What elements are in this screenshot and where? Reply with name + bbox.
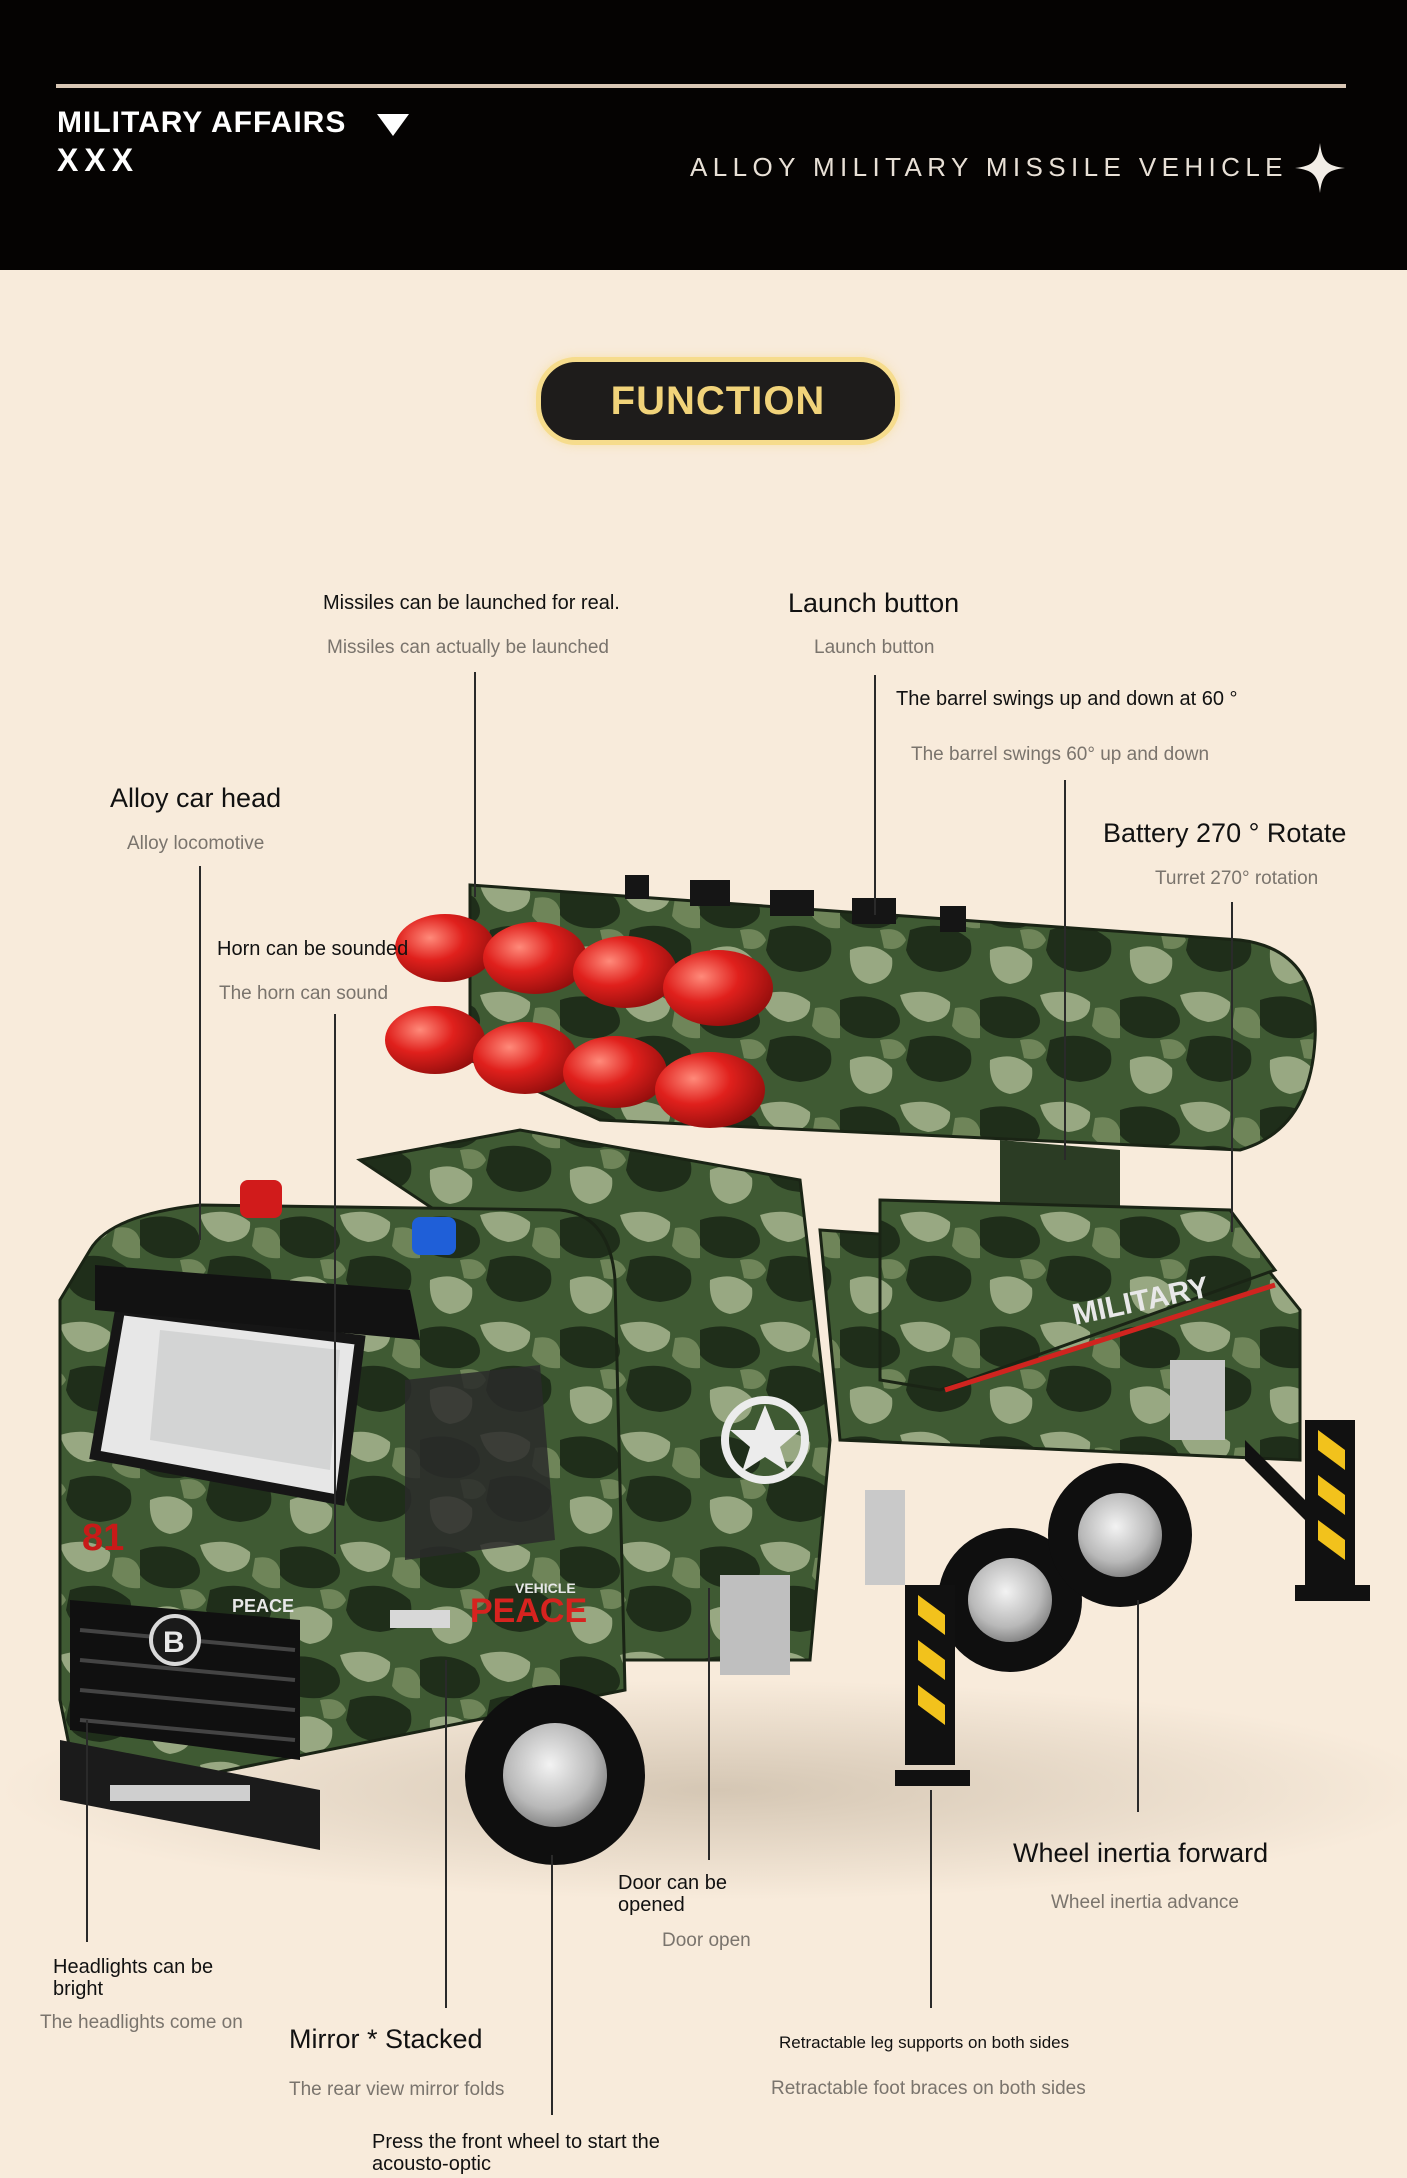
- leader-line-headlights: [86, 1720, 88, 1942]
- feature-headlights-title: Headlights can be bright: [53, 1956, 214, 2000]
- feature-horn-subtitle: The horn can sound: [219, 983, 389, 1004]
- leader-line-battery: [1231, 902, 1233, 1232]
- feature-horn-title: Horn can be sounded: [217, 938, 409, 960]
- feature-mirror-title: Mirror * Stacked: [289, 2024, 483, 2054]
- leader-line-car-head: [199, 866, 201, 1240]
- function-section-title: FUNCTION: [536, 357, 900, 445]
- feature-door-subtitle: Door open: [662, 1930, 751, 1951]
- feature-legs-title: Retractable leg supports on both sides: [779, 2033, 1070, 2052]
- leader-line-mirror: [445, 1660, 447, 2008]
- number-decal: 81: [82, 1517, 124, 1559]
- peace-small-decal: PEACE: [232, 1596, 294, 1616]
- wheels: [465, 1463, 1192, 1865]
- leader-line-launch: [874, 675, 876, 915]
- vehicle-title: ALLOY MILITARY MISSILE VEHICLE: [690, 152, 1288, 182]
- leader-line-door: [708, 1588, 710, 1860]
- vehicle-decal: VEHICLE: [515, 1580, 576, 1596]
- function-title-text: FUNCTION: [610, 378, 826, 423]
- triangle-down-icon: [377, 114, 409, 136]
- header-rule: [56, 84, 1346, 88]
- leader-line-missiles: [474, 672, 476, 897]
- feature-mirror-subtitle: The rear view mirror folds: [289, 2079, 505, 2100]
- missile-cluster: [385, 914, 773, 1128]
- feature-headlights-subtitle: The headlights come on: [40, 2012, 243, 2033]
- leader-line-barrel: [1064, 780, 1066, 1160]
- feature-battery-title: Battery 270 ° Rotate: [1103, 818, 1347, 848]
- feature-wheel-subtitle: Wheel inertia advance: [1051, 1892, 1239, 1913]
- leader-line-legs: [930, 1790, 932, 2008]
- feature-door-title: Door can be opened: [618, 1872, 727, 1916]
- peace-decal: PEACE: [470, 1592, 587, 1630]
- feature-battery-subtitle: Turret 270° rotation: [1155, 868, 1319, 889]
- badge-letter: B: [163, 1626, 185, 1659]
- leader-line-front-wheel: [551, 1855, 553, 2115]
- feature-legs-subtitle: Retractable foot braces on both sides: [771, 2078, 1086, 2099]
- outrigger-legs: [895, 1420, 1370, 1786]
- feature-wheel-title: Wheel inertia forward: [1013, 1838, 1269, 1868]
- brand-title: MILITARY AFFAIRS: [57, 106, 347, 139]
- feature-front-wheel-title: Press the front wheel to start the acous…: [372, 2131, 660, 2175]
- four-point-star-icon: [1295, 143, 1345, 193]
- feature-launch-title: Launch button: [788, 588, 960, 618]
- feature-car-head-title: Alloy car head: [110, 783, 282, 813]
- feature-car-head-subtitle: Alloy locomotive: [127, 833, 265, 854]
- leader-line-horn: [334, 1014, 336, 1554]
- feature-missiles-subtitle: Missiles can actually be launched: [327, 637, 609, 658]
- feature-launch-subtitle: Launch button: [814, 637, 935, 658]
- header-bar: MILITARY AFFAIRS XXX ALLOY MILITARY MISS…: [0, 0, 1407, 270]
- truck-body: [58, 1128, 1302, 1850]
- brand-subtitle: XXX: [57, 142, 140, 178]
- feature-barrel-subtitle: The barrel swings 60° up and down: [911, 744, 1210, 765]
- feature-missiles-title: Missiles can be launched for real.: [323, 592, 620, 614]
- feature-barrel-title: The barrel swings up and down at 60 °: [896, 688, 1238, 710]
- leader-line-wheel: [1137, 1600, 1139, 1812]
